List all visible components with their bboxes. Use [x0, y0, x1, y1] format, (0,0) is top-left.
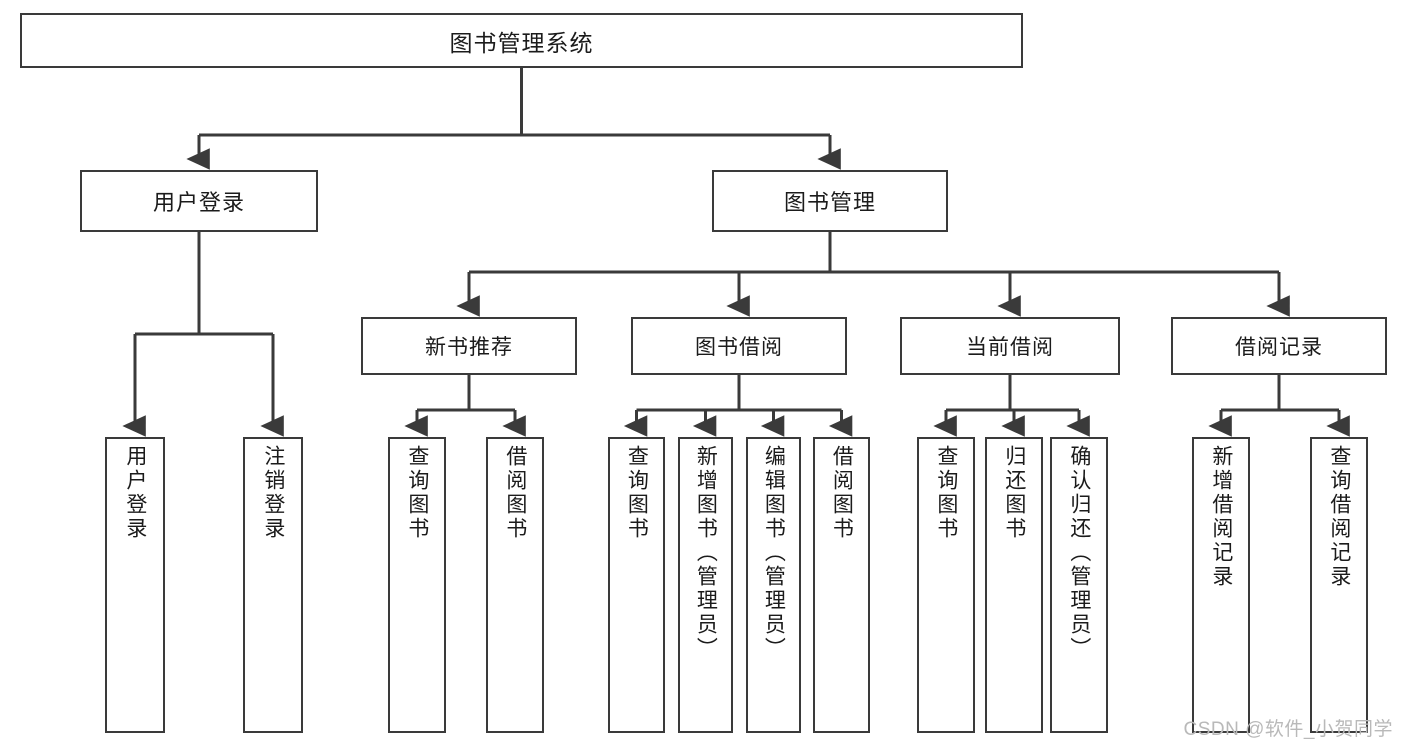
node-e7a1aee8aea4e5bd92e8bf98efbc[interactable]: 确认归还（管理员）	[1050, 437, 1108, 733]
node-label: 新增借阅记录	[1209, 445, 1233, 589]
node-label: 归还图书	[1002, 445, 1026, 541]
node-label: 查询图书	[934, 445, 958, 541]
node-e5bd93e5898de5809fe99885[interactable]: 当前借阅	[900, 317, 1120, 375]
node-label: 新书推荐	[425, 336, 513, 359]
node-e5809fe99885e59bbee4b9a6[interactable]: 借阅图书	[486, 437, 544, 733]
node-label: 借阅记录	[1235, 336, 1323, 359]
node-label: 借阅图书	[830, 445, 854, 541]
node-e794a8e688b7e799bbe5bd95[interactable]: 用户登录	[80, 170, 318, 232]
node-label: 查询图书	[405, 445, 429, 541]
node-e5809fe99885e8aeb0e5bd95[interactable]: 借阅记录	[1171, 317, 1387, 375]
node-e69fa5e8afa2e5809fe99885e8ae[interactable]: 查询借阅记录	[1310, 437, 1368, 733]
node-e69fa5e8afa2e59bbee4b9a6[interactable]: 查询图书	[388, 437, 446, 733]
node-e59bbee4b9a6e5809fe99885[interactable]: 图书借阅	[631, 317, 847, 375]
node-e7bc96e8be91e59bbee4b9a6efbc[interactable]: 编辑图书（管理员）	[746, 437, 801, 733]
node-e6b3a8e99480e799bbe5bd95[interactable]: 注销登录	[243, 437, 303, 733]
node-e696b0e4b9a6e68ea8e88d90[interactable]: 新书推荐	[361, 317, 577, 375]
watermark-text: CSDN @软件_小贺同学	[1183, 719, 1393, 740]
node-label: 注销登录	[261, 445, 285, 541]
node-label: 图书管理系统	[449, 29, 594, 56]
node-e69fa5e8afa2e59bbee4b9a6[interactable]: 查询图书	[608, 437, 665, 733]
node-label: 用户登录	[123, 445, 147, 541]
node-label: 图书借阅	[695, 336, 783, 359]
node-label: 编辑图书（管理员）	[762, 445, 786, 661]
node-e69fa5e8afa2e59bbee4b9a6[interactable]: 查询图书	[917, 437, 975, 733]
node-label: 当前借阅	[966, 336, 1054, 359]
node-label: 查询图书	[625, 445, 649, 541]
node-label: 借阅图书	[503, 445, 527, 541]
node-label: 查询借阅记录	[1327, 445, 1351, 589]
node-e59bbee4b9a6e7aea1e79086[interactable]: 图书管理	[712, 170, 948, 232]
node-label: 新增图书（管理员）	[694, 445, 718, 661]
node-e794a8e688b7e799bbe5bd95[interactable]: 用户登录	[105, 437, 165, 733]
node-e5809fe99885e59bbee4b9a6[interactable]: 借阅图书	[813, 437, 870, 733]
node-e59bbee4b9a6e7aea1e79086e7b3[interactable]: 图书管理系统	[20, 13, 1023, 68]
node-e696b0e5a29ee59bbee4b9a6efbc[interactable]: 新增图书（管理员）	[678, 437, 733, 733]
node-e5bd92e8bf98e59bbee4b9a6[interactable]: 归还图书	[985, 437, 1043, 733]
node-label: 图书管理	[783, 190, 876, 215]
node-label: 用户登录	[152, 190, 245, 215]
node-label: 确认归还（管理员）	[1067, 445, 1091, 661]
node-e696b0e5a29ee5809fe99885e8ae[interactable]: 新增借阅记录	[1192, 437, 1250, 733]
